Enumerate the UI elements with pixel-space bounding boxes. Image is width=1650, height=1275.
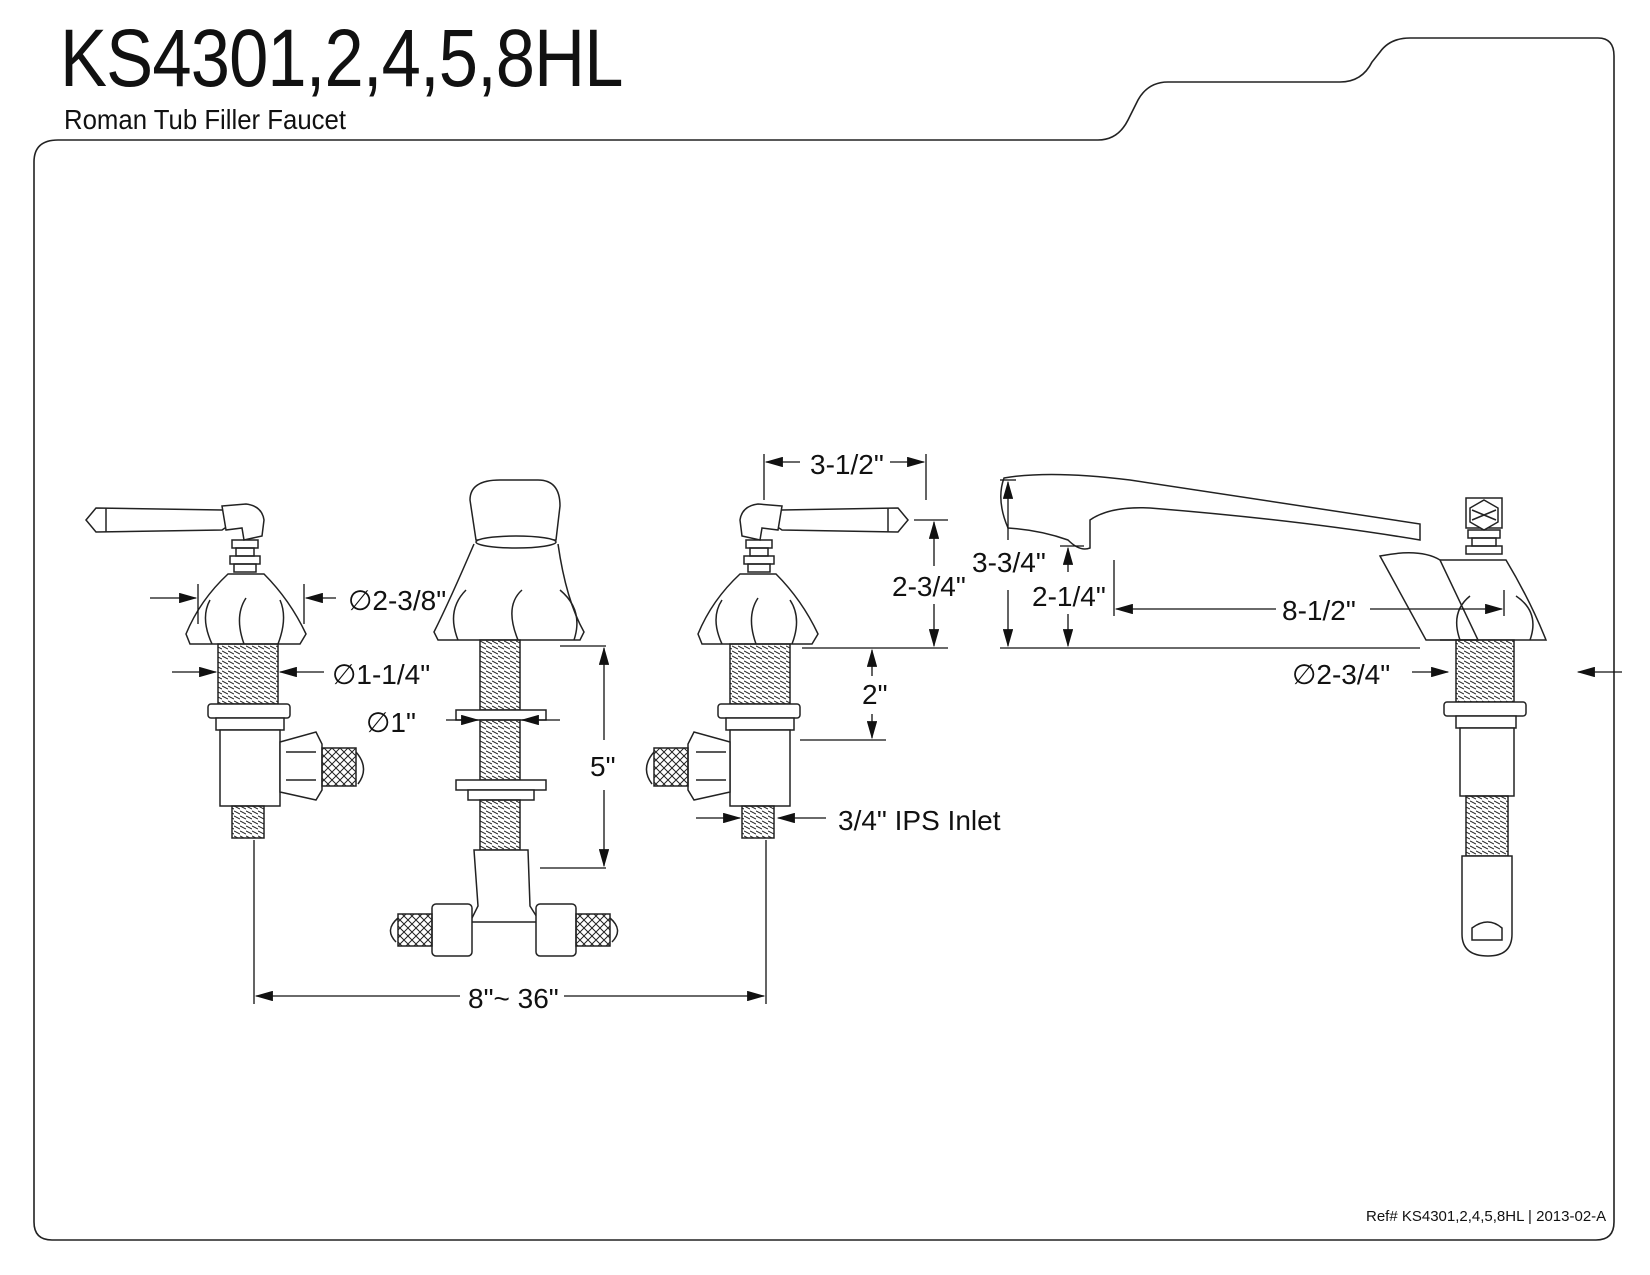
dim-spout-shank-diameter: ∅1" xyxy=(366,707,416,738)
center-body xyxy=(389,479,619,957)
left-handle-valve xyxy=(85,503,365,839)
dim-spout-height: 3-3/4" xyxy=(972,547,1046,578)
dim-handle-height: 2-3/4" xyxy=(892,571,966,602)
dim-shank-above-nut: 2" xyxy=(862,679,888,710)
spout-side-view xyxy=(1000,473,1548,957)
sheet-frame xyxy=(33,37,1615,1241)
dim-escutcheon-diameter: ∅2-3/8" xyxy=(348,585,446,616)
reference-note: Ref# KS4301,2,4,5,8HL | 2013-02-A xyxy=(1366,1208,1607,1225)
dim-spout-base-diameter: ∅2-3/4" xyxy=(1292,659,1390,690)
right-handle-valve xyxy=(645,503,909,839)
product-title: KS4301,2,4,5,8HL xyxy=(60,13,623,104)
dim-spread: 8"~ 36" xyxy=(468,983,559,1014)
dim-shank-diameter: ∅1-1/4" xyxy=(332,659,430,690)
dim-handle-length: 3-1/2" xyxy=(810,449,884,480)
dim-shank-length: 5" xyxy=(590,751,616,782)
dim-inlet: 3/4" IPS Inlet xyxy=(838,805,1001,836)
dim-spout-outlet-height: 2-1/4" xyxy=(1032,581,1106,612)
dim-spout-reach: 8-1/2" xyxy=(1282,595,1356,626)
product-subtitle: Roman Tub Filler Faucet xyxy=(64,104,347,135)
